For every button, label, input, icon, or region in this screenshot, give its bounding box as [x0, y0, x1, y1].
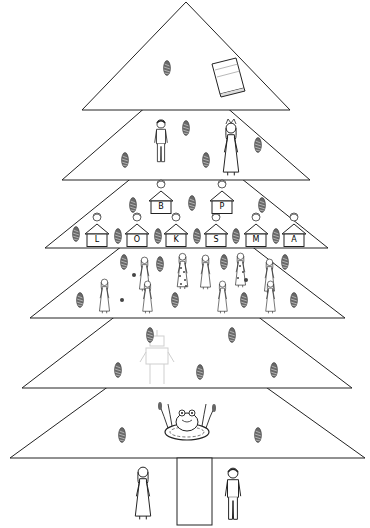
house-node: O	[125, 223, 149, 247]
house-node: P	[210, 190, 234, 214]
house-head	[212, 213, 220, 221]
house-node: K	[164, 223, 188, 247]
tree-tier	[82, 2, 290, 110]
house-head	[252, 213, 260, 221]
house-letter: A	[285, 234, 303, 246]
house-wall	[206, 234, 226, 247]
house-letter: P	[213, 201, 231, 213]
house-roof	[204, 224, 228, 234]
woman-figure	[223, 123, 238, 175]
house-node: A	[282, 223, 306, 247]
woman-figure	[135, 467, 150, 519]
house-wall	[284, 234, 304, 247]
faint-figure	[140, 330, 174, 384]
tree-trunk	[177, 458, 212, 525]
women-group	[99, 253, 275, 313]
house-letter: L	[88, 234, 106, 246]
house-wall	[212, 201, 232, 214]
man-figure	[225, 468, 240, 519]
house-head	[157, 180, 165, 188]
house-roof	[244, 224, 268, 234]
pine-cones	[73, 61, 298, 443]
house-wall	[246, 234, 266, 247]
crown	[226, 119, 236, 124]
house-node: B	[149, 190, 173, 214]
house-letter: B	[152, 201, 170, 213]
house-letter: K	[167, 234, 185, 246]
house-head	[133, 213, 141, 221]
house-wall	[127, 234, 147, 247]
house-roof	[210, 191, 234, 201]
house-roof	[149, 191, 173, 201]
house-wall	[166, 234, 186, 247]
house-head	[93, 213, 101, 221]
man-figure	[155, 120, 168, 162]
house-wall	[151, 201, 171, 214]
house-letter: O	[128, 234, 146, 246]
house-node: S	[204, 223, 228, 247]
house-node: L	[85, 223, 109, 247]
frog-nest	[158, 402, 216, 440]
house-head	[218, 180, 226, 188]
house-roof	[85, 224, 109, 234]
house-letter: M	[247, 234, 265, 246]
house-head	[290, 213, 298, 221]
house-head	[172, 213, 180, 221]
house-roof	[282, 224, 306, 234]
house-letter: S	[207, 234, 225, 246]
house-wall	[87, 234, 107, 247]
house-node: M	[244, 223, 268, 247]
house-roof	[125, 224, 149, 234]
house-roof	[164, 224, 188, 234]
book-icon	[212, 58, 245, 97]
